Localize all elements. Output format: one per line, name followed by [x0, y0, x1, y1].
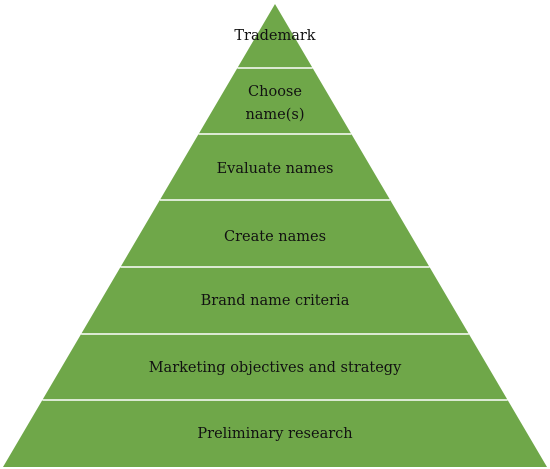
level-label-choose-names: name(s): [245, 107, 304, 123]
level-label-choose-names: Choose: [248, 84, 302, 100]
level-label-evaluate-names: Evaluate names: [217, 161, 334, 177]
level-label-trademark: Trademark: [234, 28, 315, 44]
level-label-marketing-objectives: Marketing objectives and strategy: [149, 360, 402, 376]
level-label-create-names: Create names: [224, 229, 326, 245]
pyramid-shape: [3, 4, 547, 467]
level-label-brand-name-criteria: Brand name criteria: [201, 293, 350, 309]
level-dividers: [42, 67, 508, 401]
level-label-preliminary-research: Preliminary research: [197, 426, 352, 442]
